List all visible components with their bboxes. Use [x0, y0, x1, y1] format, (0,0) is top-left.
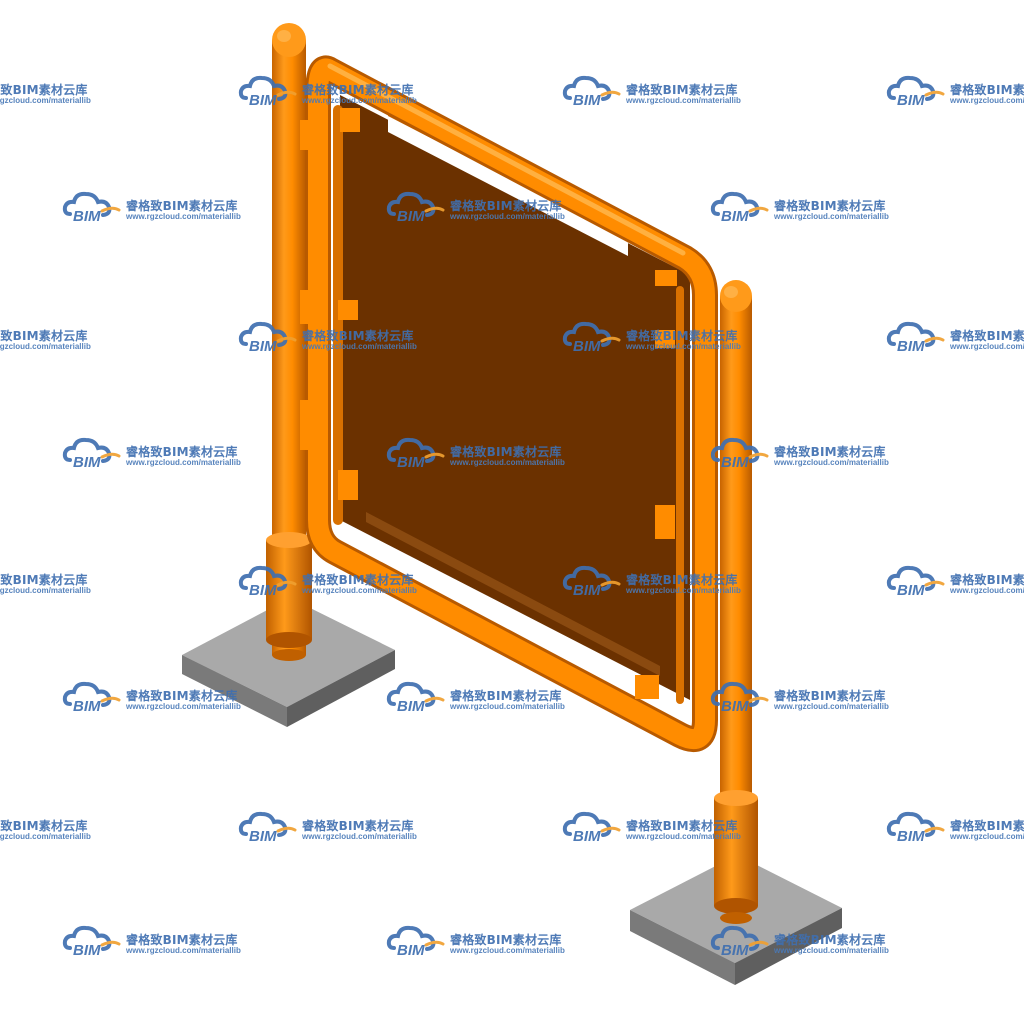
gate-panel: [340, 95, 690, 700]
right-post: [714, 280, 758, 924]
gate-frame: [300, 55, 718, 752]
